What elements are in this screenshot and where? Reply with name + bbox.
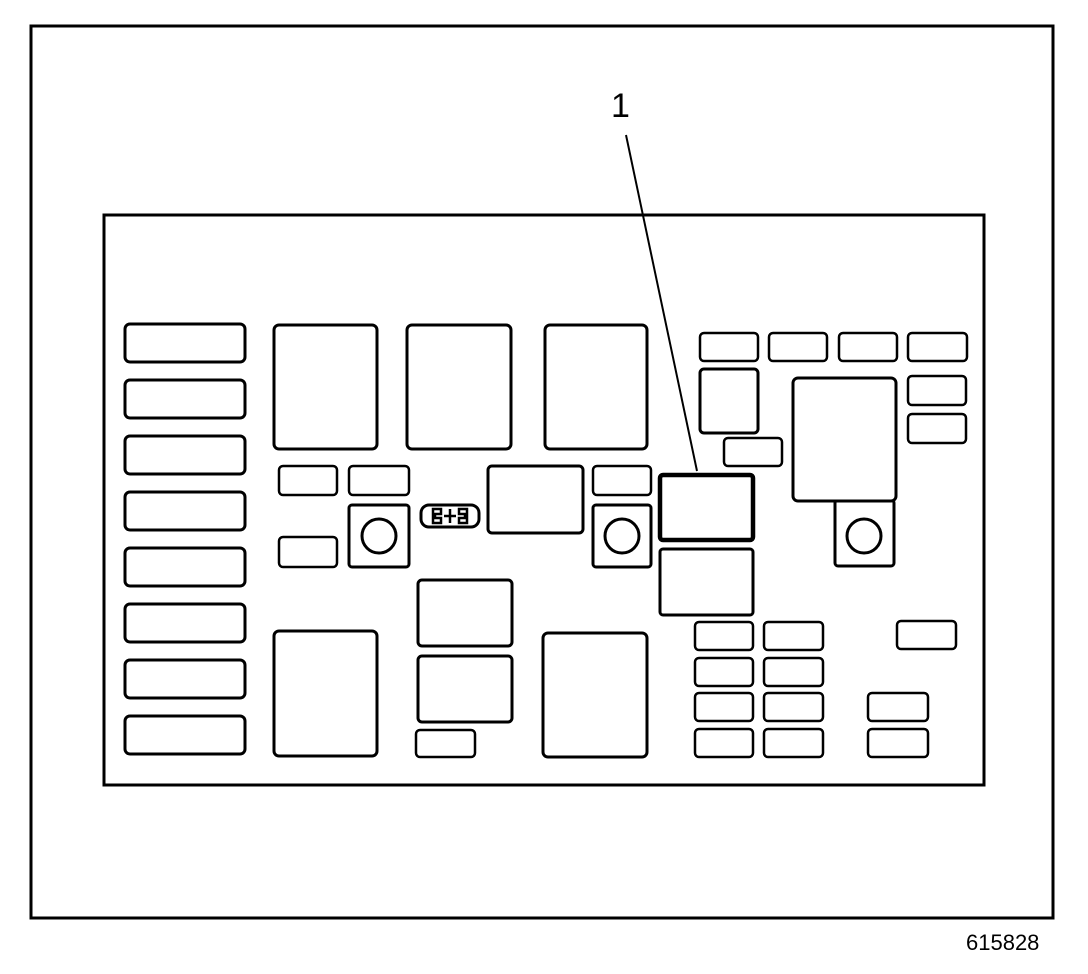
- mini-fuse: [277, 464, 339, 497]
- highlighted-relay: [657, 472, 756, 543]
- fuse-puller: [419, 503, 481, 529]
- mini-fuse: [837, 331, 899, 363]
- large-relay: [272, 323, 379, 451]
- maxi-fuse: [123, 714, 247, 756]
- maxi-fuse: [123, 378, 247, 420]
- mini-fuse: [347, 464, 411, 497]
- maxi-fuse-column: [123, 322, 247, 756]
- stud-terminal: [591, 503, 653, 569]
- mini-fuse: [906, 412, 968, 445]
- mini-fuse-grid: [693, 620, 825, 759]
- large-relay: [791, 376, 898, 503]
- mini-fuse: [722, 436, 784, 468]
- mini-fuse: [866, 691, 930, 723]
- mini-fuse: [693, 727, 755, 759]
- mini-fuse: [762, 620, 825, 652]
- figure-id: 615828: [966, 930, 1040, 955]
- mini-fuse: [414, 728, 477, 759]
- large-relay: [541, 631, 649, 759]
- mini-fuse: [693, 620, 755, 652]
- mini-fuse: [277, 535, 339, 569]
- maxi-fuse: [123, 490, 247, 532]
- maxi-fuse: [123, 434, 247, 476]
- fuse-block-panel: [102, 213, 986, 787]
- mini-fuse: [591, 464, 653, 497]
- mini-fuse: [762, 656, 825, 688]
- stud-terminal: [833, 498, 896, 568]
- stud-terminal: [347, 503, 411, 569]
- maxi-fuse: [123, 322, 247, 364]
- maxi-fuse: [123, 546, 247, 588]
- large-relay: [272, 629, 379, 758]
- micro-relay: [486, 464, 585, 535]
- maxi-fuse: [123, 658, 247, 700]
- micro-relay: [416, 578, 514, 648]
- outer-frame: [29, 24, 1055, 920]
- mini-fuse: [767, 331, 829, 363]
- callout-label: 1: [611, 87, 630, 125]
- micro-relay: [416, 654, 514, 724]
- mini-fuse: [906, 374, 968, 407]
- maxi-fuse: [123, 602, 247, 644]
- mini-fuse: [906, 331, 969, 363]
- large-relay: [543, 323, 649, 451]
- mini-fuse: [698, 331, 760, 363]
- mini-fuse: [895, 619, 958, 651]
- mini-fuse: [762, 691, 825, 723]
- mini-fuse: [693, 656, 755, 688]
- mini-fuse: [693, 691, 755, 723]
- callout-leader-line: [625, 134, 698, 472]
- mini-fuse: [762, 727, 825, 759]
- mini-fuse: [866, 727, 930, 759]
- micro-relay: [698, 367, 760, 435]
- large-relay: [405, 323, 513, 451]
- micro-relay: [658, 547, 755, 617]
